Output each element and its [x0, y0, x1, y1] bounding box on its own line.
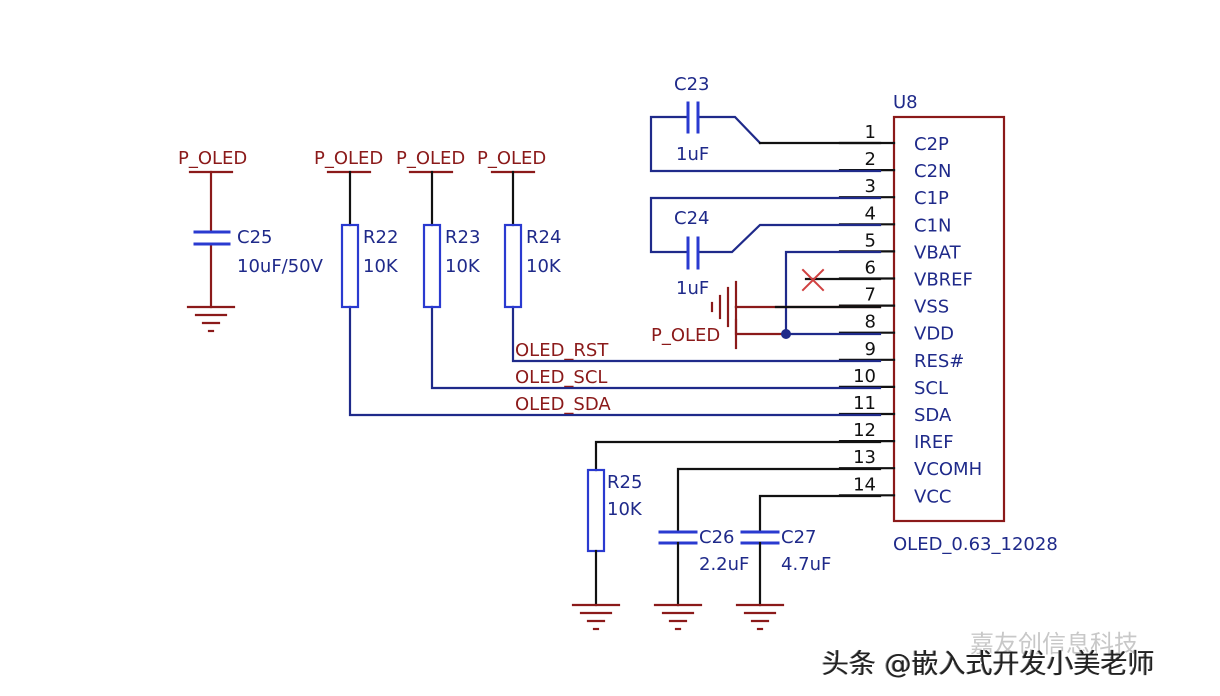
- pin-number: 6: [865, 258, 876, 279]
- ic-value: OLED_0.63_12028: [893, 534, 1058, 555]
- pin-name: SDA: [914, 405, 952, 426]
- r25-value: 10K: [607, 499, 643, 520]
- pin-name: VDD: [914, 324, 954, 345]
- ground-icon-vss: [710, 280, 738, 334]
- c27-ref: C27: [781, 527, 816, 548]
- pin-number: 7: [865, 285, 876, 306]
- pin-name: C2N: [914, 161, 952, 182]
- pin-name: RES#: [914, 351, 964, 372]
- c26-wire: [676, 467, 882, 534]
- c24-value: 1uF: [676, 278, 709, 299]
- pin-name: C2P: [914, 134, 949, 155]
- pin-number: 3: [865, 176, 876, 197]
- r22-value: 10K: [363, 256, 399, 277]
- c27-wire: [758, 494, 882, 534]
- capacitor-c25: [193, 230, 231, 246]
- c24-wires: [649, 196, 882, 254]
- r22-ref: R22: [363, 227, 398, 248]
- pin-number: 1: [865, 122, 876, 143]
- pin-name: VCC: [914, 486, 951, 507]
- pin-name: VCOMH: [914, 459, 982, 480]
- capacitor-c24: [686, 236, 700, 270]
- resistor-r25: [586, 468, 606, 553]
- pin-name: SCL: [914, 378, 948, 399]
- power-label-r23: P_OLED: [396, 148, 465, 169]
- r24-wires: [490, 170, 882, 363]
- vbat-vdd-wires: [734, 250, 882, 336]
- ic-u8-body: [892, 115, 1006, 523]
- c23-value: 1uF: [676, 144, 709, 165]
- pin-name: C1P: [914, 188, 949, 209]
- c27-value: 4.7uF: [781, 554, 831, 575]
- power-label-vdd: P_OLED: [651, 325, 720, 346]
- power-label-c25: P_OLED: [178, 148, 247, 169]
- power-label-r22: P_OLED: [314, 148, 383, 169]
- c25-wires: [188, 170, 234, 309]
- r23-ref: R23: [445, 227, 480, 248]
- ground-icon-c25: [186, 305, 236, 333]
- r22-wires: [326, 170, 882, 417]
- c24-ref: C24: [674, 208, 709, 229]
- pin-number: 14: [853, 474, 876, 495]
- pin-name: IREF: [914, 432, 954, 453]
- no-connect-icon: [801, 268, 825, 292]
- r24-value: 10K: [526, 256, 562, 277]
- c25-ref: C25: [237, 227, 272, 248]
- capacitor-c23: [686, 101, 700, 134]
- ic-ref: U8: [893, 92, 918, 113]
- pin-number: 5: [865, 230, 876, 251]
- pin-number: 4: [865, 203, 876, 224]
- net-label-scl: OLED_SCL: [515, 367, 607, 388]
- resistor-r22: [340, 223, 360, 309]
- ground-icon-c26: [653, 603, 703, 631]
- resistor-r24: [503, 223, 523, 309]
- r25-wire: [594, 440, 882, 472]
- c25-value: 10uF/50V: [237, 256, 324, 277]
- net-label-sda: OLED_SDA: [515, 394, 611, 415]
- ground-icon-r25: [571, 603, 621, 631]
- junction-dot: [781, 329, 791, 339]
- r24-ref: R24: [526, 227, 561, 248]
- watermark-main: 头条 @嵌入式开发小美老师: [822, 649, 1155, 680]
- pin-name: VBAT: [914, 242, 962, 263]
- c26-value: 2.2uF: [699, 554, 749, 575]
- resistor-r23: [422, 223, 442, 309]
- pin-number: 8: [865, 312, 876, 333]
- pin-number: 9: [865, 339, 876, 360]
- pin-name: VSS: [914, 297, 949, 318]
- r25-ref: R25: [607, 472, 642, 493]
- power-label-r24: P_OLED: [477, 148, 546, 169]
- pin-number: 2: [865, 149, 876, 170]
- c26-ref: C26: [699, 527, 734, 548]
- pin-name: C1N: [914, 215, 952, 236]
- r23-wires: [408, 170, 882, 390]
- pin-number: 10: [853, 366, 876, 387]
- capacitor-c26: [658, 530, 698, 545]
- pin-number: 11: [853, 393, 876, 414]
- ground-icon-c27: [735, 603, 785, 631]
- c23-ref: C23: [674, 74, 709, 95]
- pin-name: VBREF: [914, 270, 973, 291]
- r23-value: 10K: [445, 256, 481, 277]
- watermark-faint: 嘉友创信息科技: [970, 630, 1138, 658]
- pin-number: 12: [853, 420, 876, 441]
- net-label-rst: OLED_RST: [515, 340, 609, 361]
- pin-number: 13: [853, 447, 876, 468]
- capacitor-c27: [740, 530, 780, 545]
- c23-wires: [649, 115, 882, 173]
